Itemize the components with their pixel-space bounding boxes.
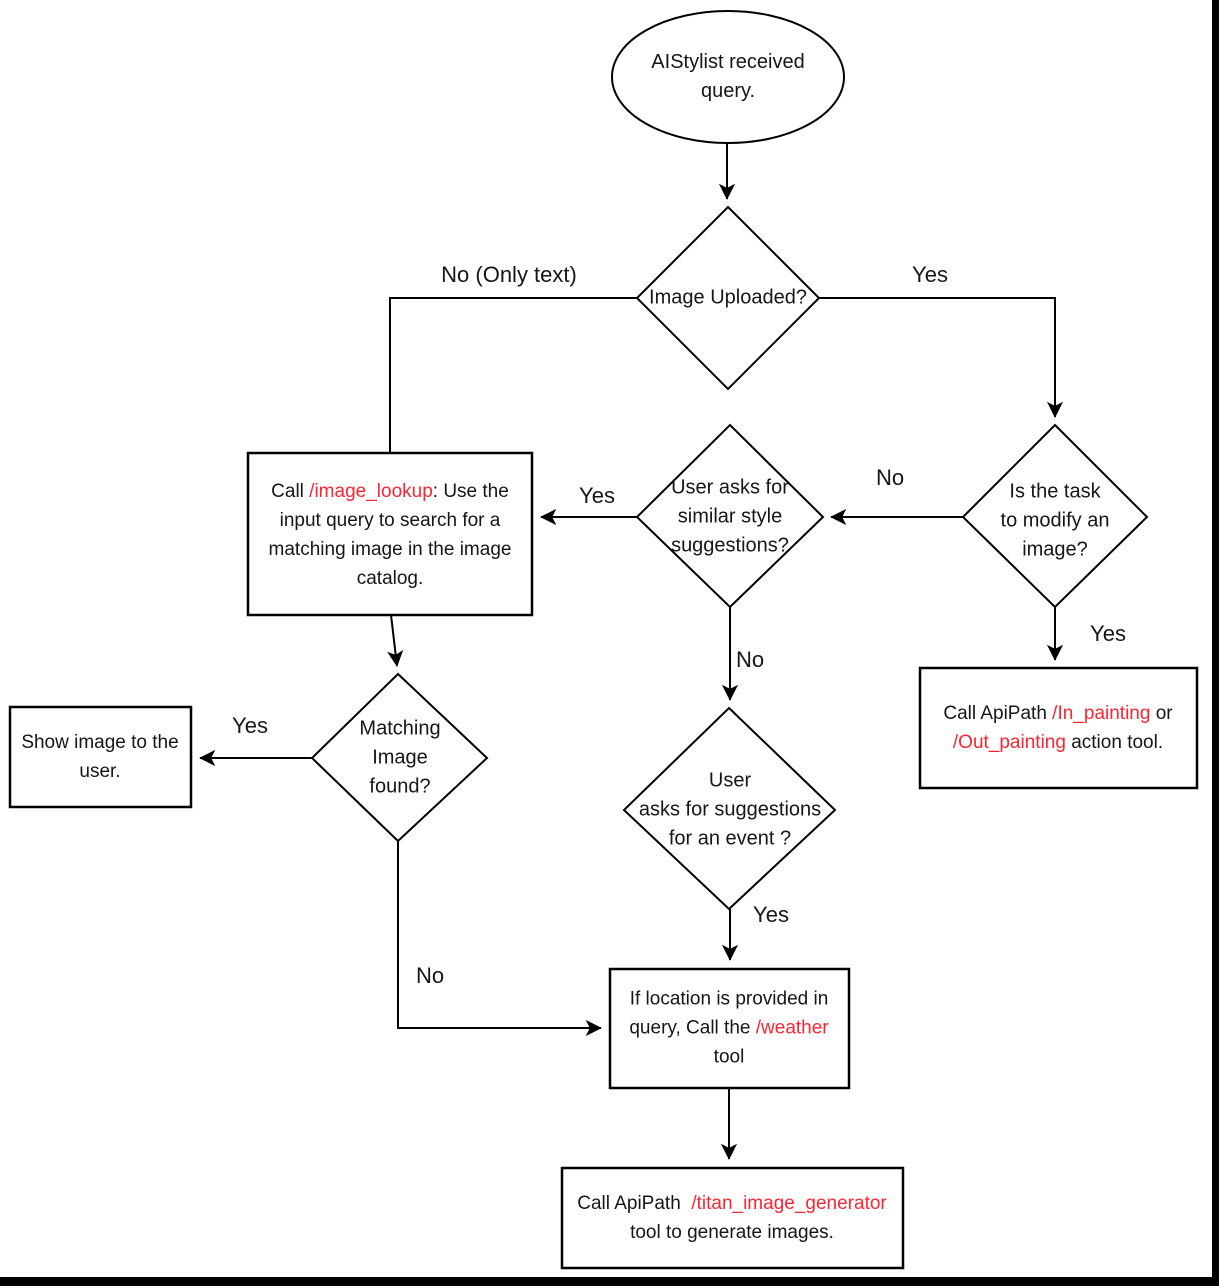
titan-api-path: /titan_image_generator	[691, 1193, 887, 1214]
screenshot-bottom-border	[0, 1277, 1219, 1286]
process-titan-label: Call ApiPath /titan_image_generator tool…	[577, 1193, 887, 1243]
edge-label-no-similar: No	[735, 647, 765, 672]
start-ellipse	[611, 10, 845, 144]
edge-label-yes-similar: Yes	[579, 483, 615, 508]
edge-label-yes-event: Yes	[753, 902, 789, 927]
weather-api-path: /weather	[755, 1017, 829, 1039]
in-painting-api-path: /In_painting	[1052, 703, 1151, 724]
decision-modify-image-label: Is the task to modify an image?	[1000, 480, 1110, 561]
process-weather-label: If location is provided in query, Call t…	[629, 988, 829, 1068]
edge-no-matching-to-weather	[397, 841, 602, 1037]
edge-label-no-matching: No	[415, 963, 445, 988]
edge-label-yes-matching: Yes	[232, 713, 268, 738]
edge-label-no-only-text: No (Only text)	[441, 262, 577, 287]
process-painting-rect	[918, 666, 1199, 790]
decision-matching-found-diamond	[310, 672, 489, 843]
decision-similar-style-diamond	[635, 423, 825, 609]
process-titan-rect	[560, 1166, 905, 1270]
process-painting-label: Call ApiPath /In_painting or /Out_painti…	[943, 703, 1173, 753]
start-node-label: AIStylist received query.	[651, 51, 805, 102]
edge-image-lookup-to-matching-found	[387, 614, 404, 667]
decision-similar-style-label: User asks for similar style suggestions?	[671, 476, 789, 557]
edge-yes-to-modify-image	[819, 297, 1064, 418]
process-show-image-rect	[8, 705, 193, 809]
process-show-image-label: Show image to the user.	[21, 732, 179, 782]
process-image-lookup-rect	[246, 451, 534, 617]
decision-event-suggestions-diamond	[622, 706, 837, 911]
process-image-lookup-label: Call /image_lookup: Use the input query …	[268, 481, 512, 589]
edge-label-no-modify: No	[875, 465, 905, 490]
decision-image-uploaded-diamond	[635, 205, 821, 391]
decision-event-suggestions-label: User asks for suggestions for an event ?	[638, 769, 822, 850]
image-lookup-api-path: /image_lookup	[309, 481, 433, 502]
screenshot-right-border	[1212, 0, 1219, 1286]
process-weather-rect	[608, 967, 851, 1090]
edge-label-yes-modify: Yes	[1090, 621, 1126, 646]
decision-modify-image-diamond	[961, 423, 1149, 609]
edge-no-only-text-to-image-lookup	[389, 297, 637, 452]
edge-label-yes-uploaded: Yes	[912, 262, 948, 287]
out-painting-api-path: /Out_painting	[952, 732, 1066, 753]
decision-image-uploaded-label: Image Uploaded?	[649, 286, 807, 309]
decision-matching-found-label: Matching Image found?	[359, 717, 441, 798]
